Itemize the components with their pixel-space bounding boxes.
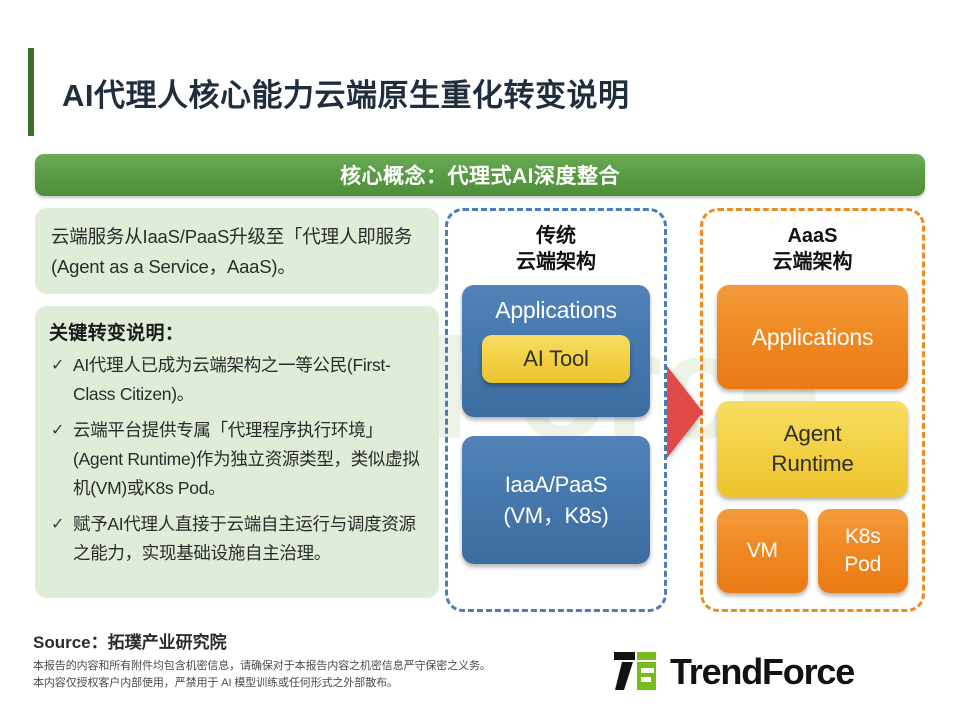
- concept-banner-label: 核心概念：代理式AI深度整合: [340, 165, 620, 188]
- block-applications-aaas: Applications: [717, 285, 908, 389]
- block-applications-traditional: Applications AI Tool: [462, 285, 650, 417]
- block-vm-label: VM: [746, 539, 778, 562]
- check-icon: ✓: [51, 422, 65, 439]
- block-iaas-paas-label-line2: (VM，K8s): [503, 503, 609, 528]
- list-item: ✓ 赋予AI代理人直接于云端自主运行与调度资源之能力，实现基础设施自主治理。: [49, 510, 425, 568]
- block-applications-traditional-label: Applications: [495, 297, 617, 323]
- panel-aaas-heading-line2: 云端架构: [772, 251, 853, 273]
- list-item-text: 赋予AI代理人直接于云端自主运行与调度资源之能力，实现基础设施自主治理。: [73, 514, 416, 563]
- panel-traditional-heading-line1: 传统: [536, 225, 576, 247]
- trendforce-logo: TrendForce: [612, 648, 855, 696]
- disclaimer: 本报告的内容和所有附件均包含机密信息，请确保对于本报告内容之机密信息严守保密之义…: [33, 658, 491, 692]
- panel-aaas-heading: AaaS 云端架构: [717, 223, 908, 275]
- keypoints-heading: 关键转变说明：: [49, 323, 185, 344]
- disclaimer-line-1: 本报告的内容和所有附件均包含机密信息，请确保对于本报告内容之机密信息严守保密之义…: [33, 660, 491, 672]
- list-item-text: 云端平台提供专属「代理程序执行环境」(Agent Runtime)作为独立资源类…: [73, 420, 420, 498]
- block-k8s-pod-label-line2: Pod: [844, 553, 882, 576]
- block-agent-runtime: Agent Runtime: [717, 401, 908, 497]
- summary-card: 云端服务从IaaS/PaaS升级至「代理人即服务(Agent as a Serv…: [35, 208, 439, 294]
- list-item: ✓ 云端平台提供专属「代理程序执行环境」(Agent Runtime)作为独立资…: [49, 416, 425, 503]
- block-k8s-pod-label-line1: K8s: [844, 525, 881, 548]
- page-title: AI代理人核心能力云端原生重化转变说明: [62, 77, 630, 113]
- block-agent-runtime-label-line2: Runtime: [771, 451, 854, 476]
- panel-traditional-heading-line2: 云端架构: [516, 251, 596, 273]
- trendforce-logo-text: TrendForce: [670, 651, 855, 692]
- footer: Source：拓璞产业研究院 本报告的内容和所有附件均包含机密信息，请确保对于本…: [0, 624, 960, 720]
- block-k8s-pod: K8s Pod: [817, 509, 908, 593]
- block-vm: VM: [717, 509, 808, 593]
- transform-arrow-icon: [667, 366, 703, 458]
- list-item-text: AI代理人已成为云端架构之一等公民(First-Class Citizen)。: [73, 355, 391, 404]
- block-iaas-paas-label-line1: IaaA/PaaS: [504, 472, 608, 497]
- trendforce-logo-icon: [614, 652, 656, 690]
- summary-text: 云端服务从IaaS/PaaS升级至「代理人即服务(Agent as a Serv…: [51, 226, 413, 277]
- infra-blocks-row: VM K8s Pod: [717, 509, 908, 593]
- block-applications-aaas-label: Applications: [751, 323, 874, 350]
- panel-aaas-heading-line1: AaaS: [787, 225, 838, 247]
- panel-aaas-architecture: AaaS 云端架构 Applications Agent Runtime VM …: [700, 208, 925, 612]
- check-icon: ✓: [51, 357, 65, 374]
- page-title-bar: AI代理人核心能力云端原生重化转变说明: [28, 48, 908, 136]
- check-icon: ✓: [51, 516, 65, 533]
- keypoints-card: 关键转变说明： ✓ AI代理人已成为云端架构之一等公民(First-Class …: [35, 306, 439, 598]
- block-ai-tool: AI Tool: [482, 335, 630, 383]
- panel-traditional-architecture: 传统 云端架构 Applications AI Tool IaaA/PaaS (…: [445, 208, 667, 612]
- block-agent-runtime-label-line1: Agent: [783, 421, 842, 446]
- block-iaas-paas: IaaA/PaaS (VM，K8s): [462, 436, 650, 564]
- list-item: ✓ AI代理人已成为云端架构之一等公民(First-Class Citizen)…: [49, 351, 425, 409]
- panel-traditional-heading: 传统 云端架构: [462, 223, 650, 275]
- disclaimer-line-2: 本内容仅授权客户内部使用，严禁用于 AI 模型训练或任何形式之外部散布。: [33, 677, 398, 689]
- left-column: 云端服务从IaaS/PaaS升级至「代理人即服务(Agent as a Serv…: [35, 208, 439, 598]
- source-line: Source：拓璞产业研究院: [33, 633, 227, 652]
- concept-banner: 核心概念：代理式AI深度整合: [35, 154, 925, 196]
- title-accent-bar: [28, 48, 34, 136]
- block-ai-tool-label: AI Tool: [523, 346, 589, 371]
